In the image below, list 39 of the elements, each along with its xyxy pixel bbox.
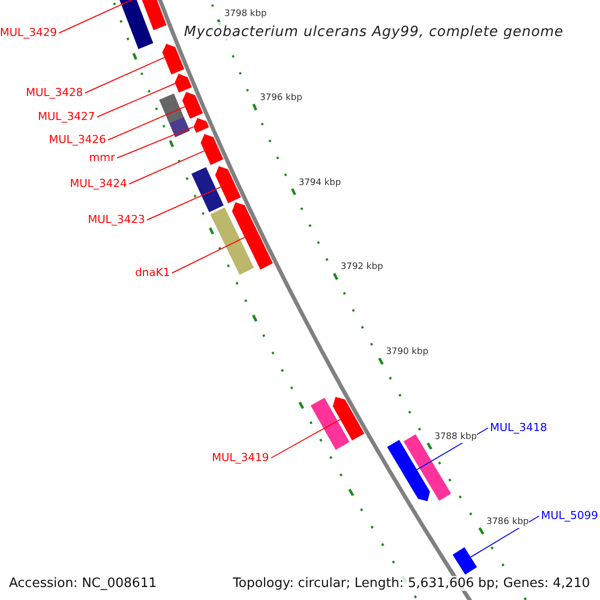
leader-line <box>116 126 194 158</box>
gene-label: MUL_3418 <box>490 421 548 434</box>
gene-feature <box>387 440 430 502</box>
gene-feature <box>200 134 224 165</box>
tick-label: 3786 kbp <box>486 516 529 528</box>
gene-label: MUL_3428 <box>26 86 83 99</box>
gene-label: MUL_3423 <box>88 213 145 226</box>
leader-line <box>172 236 245 274</box>
gene-label: mmr <box>89 151 115 164</box>
gene-label: MUL_3429 <box>0 26 57 39</box>
leader-line <box>96 83 176 118</box>
gene-feature <box>452 547 477 575</box>
gene-label: MUL_3424 <box>70 177 127 190</box>
leader-line <box>128 150 205 184</box>
tick-label: 3788 kbp <box>434 432 477 444</box>
gene-feature <box>162 44 184 74</box>
tick-label: 3790 kbp <box>386 347 428 358</box>
leader-line <box>470 516 540 558</box>
accession-text: Accession: NC_008611 <box>9 576 157 591</box>
gene-label: MUL_3427 <box>38 110 95 123</box>
tick-label: 3792 kbp <box>340 262 384 274</box>
gene-label: MUL_3426 <box>48 133 106 146</box>
gene-feature <box>174 74 192 93</box>
genome-summary: Topology: circular; Length: 5,631,606 bp; Genes: 4,210 <box>232 576 590 591</box>
gene-feature <box>182 92 203 119</box>
leader-line <box>146 186 222 220</box>
leader-line <box>84 56 165 94</box>
gene-feature <box>232 202 273 270</box>
gene-label: dnaK1 <box>135 266 170 279</box>
leader-line <box>108 106 186 140</box>
tick-label: 3796 kbp <box>260 93 302 104</box>
gene-feature <box>332 396 364 440</box>
tick-label: 3794 kbp <box>298 178 341 189</box>
gene-label: MUL_3419 <box>212 451 269 464</box>
gene-feature <box>194 118 209 133</box>
gene-feature <box>215 166 241 204</box>
tick-label: 3798 kbp <box>224 8 267 20</box>
leader-line <box>270 418 341 458</box>
gene-label: MUL_5099 <box>541 509 598 522</box>
